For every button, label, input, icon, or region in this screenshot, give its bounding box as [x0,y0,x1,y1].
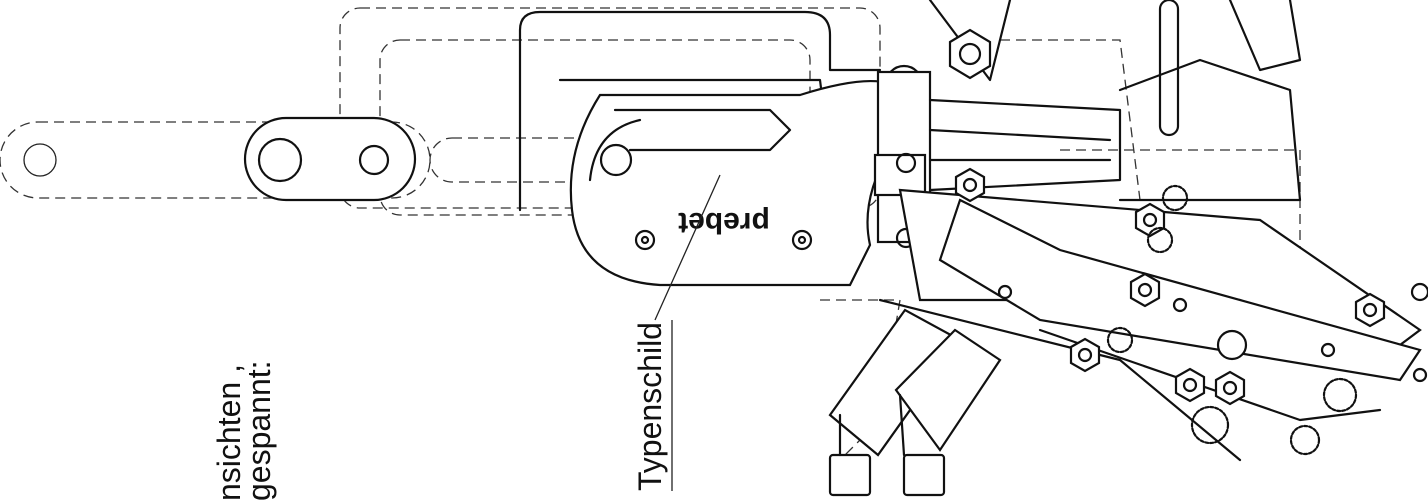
upper-mechanism [928,0,1302,202]
clamp-hook: prebet [569,64,924,287]
handle-posts [828,308,1002,497]
caption-line-2: gespannt: [241,360,277,501]
plate-screw-right [791,229,813,251]
hook-pin [599,143,633,177]
type-plate-label: Typenschild [632,322,668,491]
plate-screw-left [634,229,656,251]
lever-arms [878,188,1422,462]
serrated-discs [1106,184,1358,456]
link-arm [23,116,417,202]
leader-line [654,174,721,321]
pivot-hole-small [358,144,390,176]
caption-line-1: nsichten , [211,364,247,501]
pivot-hole-large [257,137,303,183]
nameplate-brand-text: prebet [678,206,770,239]
